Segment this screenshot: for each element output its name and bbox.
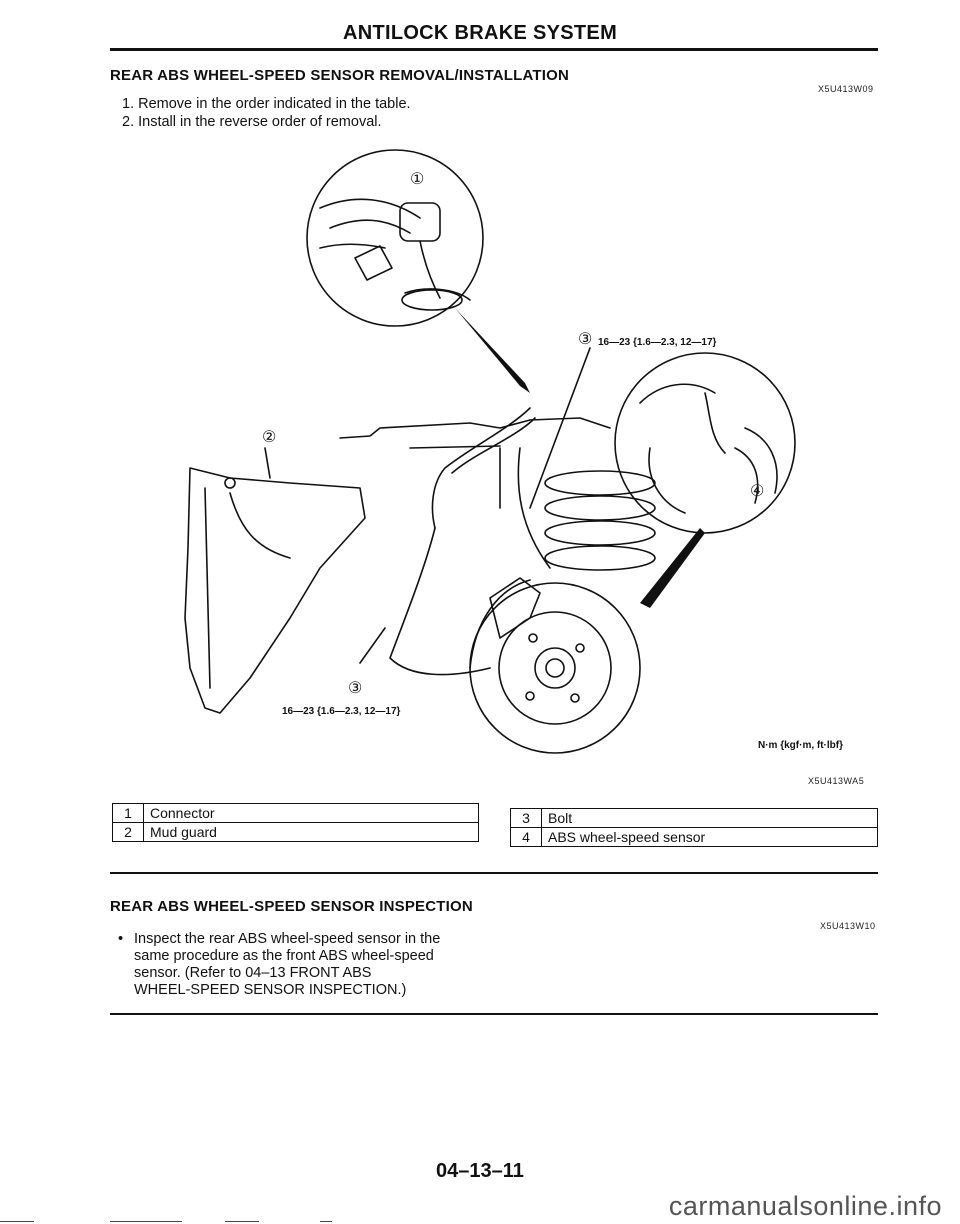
footer-dash <box>225 1221 259 1222</box>
inspection-line-1: Inspect the rear ABS wheel-speed sensor … <box>134 931 441 947</box>
part-number: 4 <box>510 827 542 847</box>
page-header-title: ANTILOCK BRAKE SYSTEM <box>342 22 618 44</box>
footer-dash <box>110 1221 182 1222</box>
part-number: 2 <box>112 822 144 842</box>
figure-code: X5U413WA5 <box>808 776 865 786</box>
removal-step-2: 2. Install in the reverse order of remov… <box>122 114 382 130</box>
page-number: 04–13–11 <box>436 1160 524 1182</box>
header-rule <box>110 48 878 51</box>
removal-step-1: 1. Remove in the order indicated in the … <box>122 96 411 112</box>
callout-2: ② <box>262 429 276 446</box>
rear-abs-sensor-illustration: ① ② ③ ③ ④ <box>184 149 796 754</box>
table-row: 4 ABS wheel-speed sensor <box>510 827 878 847</box>
torque-units-label: N·m {kgf·m, ft·lbf} <box>758 740 843 751</box>
parts-table-left: 1 Connector 2 Mud guard <box>112 803 479 842</box>
section-divider <box>110 872 878 874</box>
part-name: Bolt <box>541 808 878 828</box>
table-row: 3 Bolt <box>510 808 878 828</box>
inspection-section-code: X5U413W10 <box>820 921 876 931</box>
torque-label-bottom: 16—23 {1.6—2.3, 12—17} <box>282 706 401 717</box>
watermark-text: carmanualsonline.info <box>668 1191 942 1221</box>
inspection-line-3: sensor. (Refer to 04–13 FRONT ABS <box>134 965 372 981</box>
callout-3-bottom: ③ <box>348 680 362 697</box>
inspection-line-2: same procedure as the front ABS wheel-sp… <box>134 948 434 964</box>
removal-section-code: X5U413W09 <box>818 84 874 94</box>
part-number: 1 <box>112 803 144 823</box>
detail-circle-connector <box>306 149 484 327</box>
table-row: 1 Connector <box>112 803 479 823</box>
inspection-line-4: WHEEL-SPEED SENSOR INSPECTION.) <box>134 982 407 998</box>
pointer-right <box>640 528 705 608</box>
bullet-marker: • <box>118 931 124 947</box>
pointer-top <box>455 308 530 393</box>
part-number: 3 <box>510 808 542 828</box>
detail-circle-sensor <box>614 352 796 534</box>
callout-3-top: ③ <box>578 331 592 348</box>
footer-dash <box>0 1221 34 1222</box>
callout-1: ① <box>410 171 424 188</box>
mud-guard-shape <box>184 467 366 714</box>
part-name: Mud guard <box>143 822 479 842</box>
torque-label-top: 16—23 {1.6—2.3, 12—17} <box>598 337 717 348</box>
footer-dash <box>320 1221 332 1222</box>
part-name: Connector <box>143 803 479 823</box>
part-name: ABS wheel-speed sensor <box>541 827 878 847</box>
callout-4: ④ <box>750 483 764 500</box>
removal-section-title: REAR ABS WHEEL-SPEED SENSOR REMOVAL/INST… <box>110 67 570 84</box>
table-row: 2 Mud guard <box>112 822 479 842</box>
inspection-section-title: REAR ABS WHEEL-SPEED SENSOR INSPECTION <box>110 898 473 915</box>
section-end-divider <box>110 1013 878 1015</box>
parts-table-right: 3 Bolt 4 ABS wheel-speed sensor <box>510 808 878 847</box>
